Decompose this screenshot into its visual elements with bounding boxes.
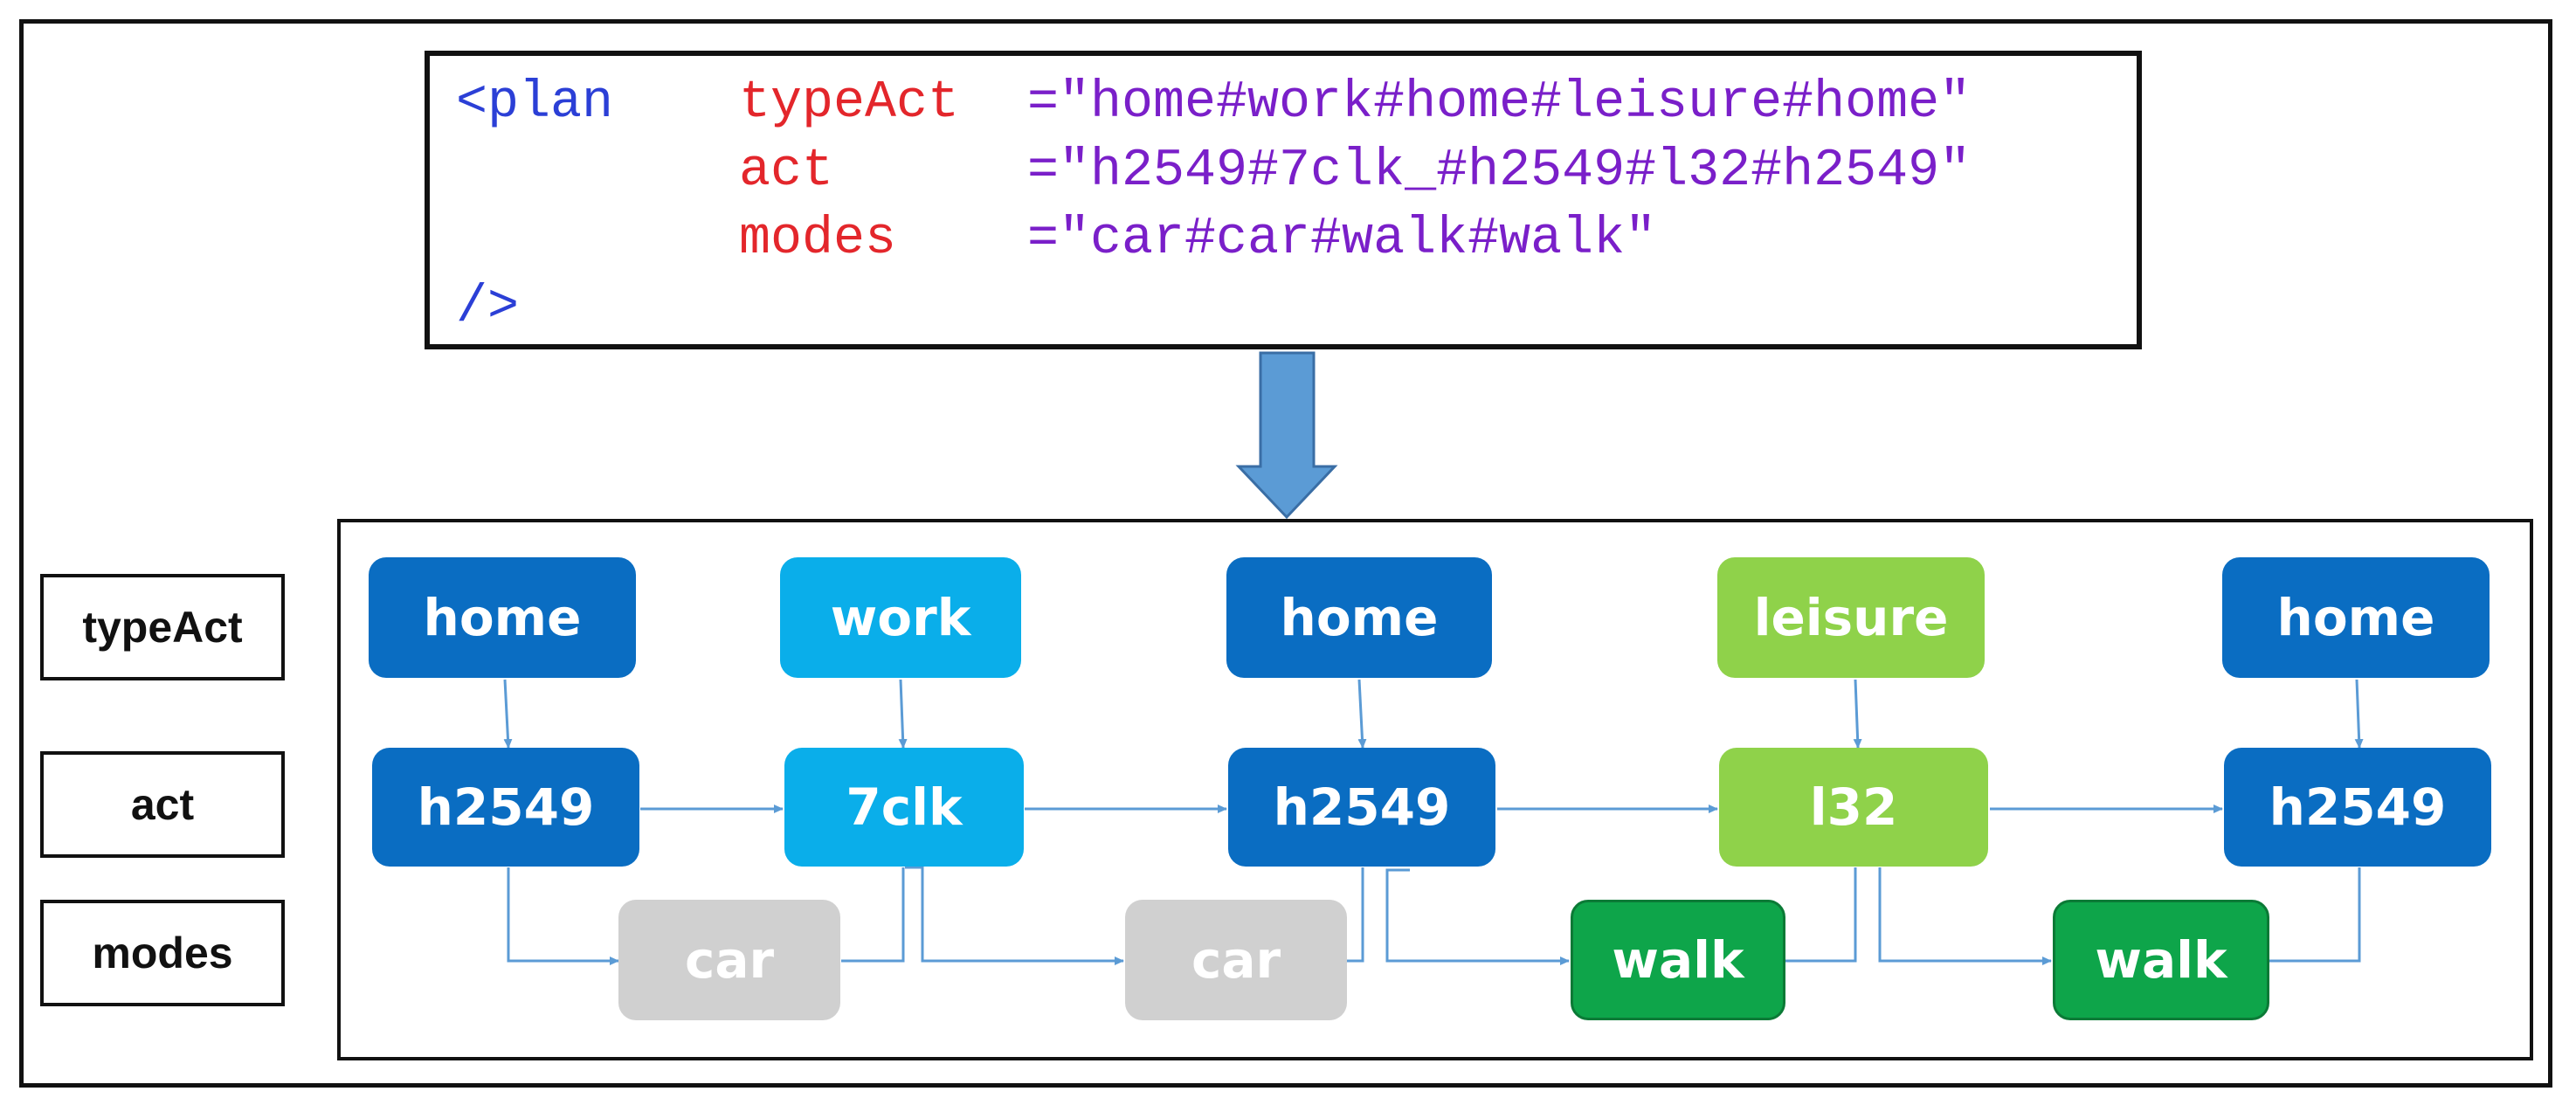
- code-open-tag: <plan: [456, 73, 614, 133]
- typeact-node-home-1: home: [369, 557, 636, 678]
- act-node-h2549-2: h2549: [1228, 748, 1495, 867]
- mode-node-walk-1: walk: [1571, 900, 1785, 1020]
- code-attr-modes: modes: [739, 210, 897, 269]
- typeact-node-home-2: home: [1226, 557, 1492, 678]
- mode-node-car-1: car: [618, 900, 840, 1020]
- figure-frame: [19, 19, 2552, 1088]
- row-label-typeact: typeAct: [40, 574, 285, 680]
- code-value-modes: ="car#car#walk#walk": [1027, 210, 1657, 269]
- code-value-typeact: ="home#work#home#leisure#home": [1027, 73, 1972, 133]
- typeact-node-leisure: leisure: [1717, 557, 1985, 678]
- act-node-7clk: 7clk: [784, 748, 1024, 867]
- code-close-tag: />: [456, 278, 520, 337]
- act-node-h2549-1: h2549: [372, 748, 639, 867]
- code-value-act: ="h2549#7clk_#h2549#l32#h2549": [1027, 142, 1972, 201]
- code-attr-act: act: [739, 142, 834, 201]
- mode-node-car-2: car: [1125, 900, 1347, 1020]
- act-node-l32: l32: [1719, 748, 1988, 867]
- mode-node-walk-2: walk: [2053, 900, 2269, 1020]
- row-label-modes: modes: [40, 900, 285, 1006]
- typeact-node-work: work: [780, 557, 1021, 678]
- code-box: [425, 51, 2142, 349]
- diagram-frame: [337, 519, 2533, 1060]
- typeact-node-home-3: home: [2222, 557, 2490, 678]
- row-label-act: act: [40, 751, 285, 858]
- act-node-h2549-3: h2549: [2224, 748, 2491, 867]
- code-attr-typeact: typeAct: [739, 73, 960, 133]
